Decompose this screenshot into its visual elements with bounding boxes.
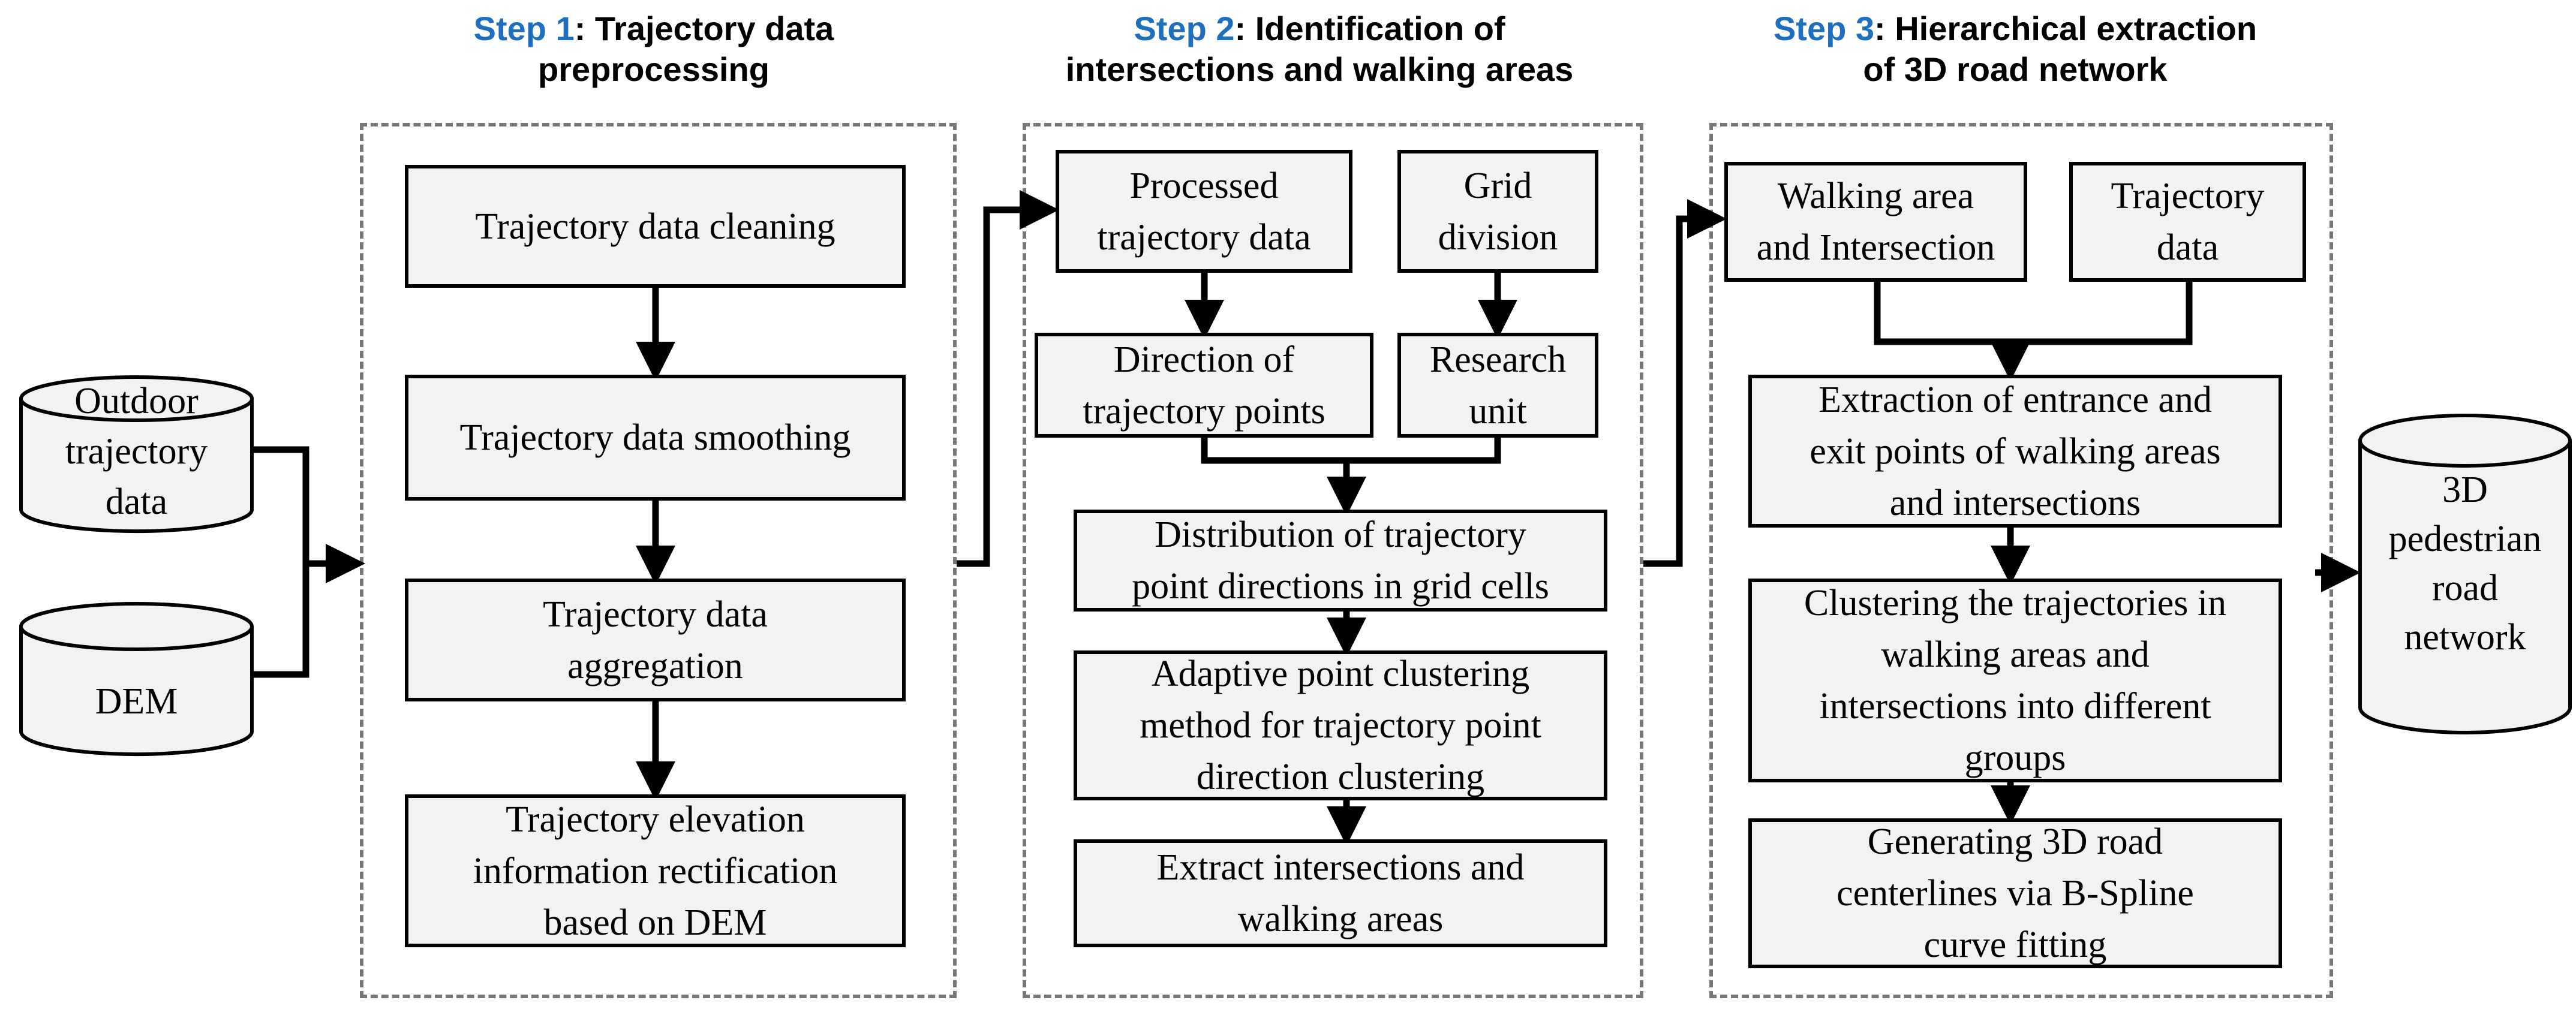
step3-title-line2: of 3D road network bbox=[1863, 50, 2168, 88]
step2-header: Step 2: Identification of intersections … bbox=[972, 8, 1667, 90]
direction-trajectory-points-box: Direction of trajectory points bbox=[1035, 333, 1373, 438]
merge-direction-research bbox=[1201, 438, 1501, 464]
walking-area-intersection-box: Walking area and Intersection bbox=[1724, 162, 2027, 282]
trajectory-smoothing-box: Trajectory data smoothing bbox=[405, 375, 906, 501]
elevation-rectification-box: Trajectory elevation information rectifi… bbox=[405, 794, 906, 947]
processed-trajectory-box: Processed trajectory data bbox=[1056, 150, 1352, 273]
arrow-step1-step2 bbox=[957, 190, 1059, 567]
distribution-directions-box: Distribution of trajectory point directi… bbox=[1074, 510, 1607, 612]
trajectory-data-box: Trajectory data bbox=[2069, 162, 2306, 282]
adaptive-clustering-box: Adaptive point clustering method for tra… bbox=[1074, 650, 1607, 800]
outdoor-trajectory-db-icon bbox=[19, 375, 254, 534]
entrance-exit-extraction-box: Extraction of entrance and exit points o… bbox=[1748, 375, 2282, 528]
step1-label: Step 1 bbox=[473, 10, 575, 47]
trajectory-aggregation-box: Trajectory data aggregation bbox=[405, 579, 906, 701]
research-unit-box: Research unit bbox=[1397, 333, 1598, 438]
arrow-step2-step3 bbox=[1643, 199, 1727, 567]
extract-intersections-box: Extract intersections and walking areas bbox=[1074, 839, 1607, 947]
dem-db-icon bbox=[19, 602, 254, 757]
step2-title-line1: : Identification of bbox=[1234, 10, 1505, 47]
pedestrian-network-label: 3D pedestrian road network bbox=[2388, 469, 2542, 658]
step1-title-line2: preprocessing bbox=[538, 50, 770, 88]
step1-header: Step 1: Trajectory data preprocessing bbox=[360, 8, 948, 90]
merge-walking-trajectory bbox=[1874, 282, 2193, 345]
pedestrian-network-db-icon bbox=[2358, 414, 2572, 734]
trajectory-cleaning-box: Trajectory data cleaning bbox=[405, 165, 906, 288]
input-merge-line bbox=[252, 446, 309, 678]
step3-title-line1: : Hierarchical extraction bbox=[1874, 10, 2258, 47]
outdoor-trajectory-label: Outdoor trajectory data bbox=[65, 380, 208, 522]
grid-division-box: Grid division bbox=[1397, 150, 1598, 273]
step3-label: Step 3 bbox=[1773, 10, 1874, 47]
step1-title-line1: : Trajectory data bbox=[574, 10, 834, 47]
step2-frame bbox=[1023, 123, 1643, 998]
dem-label: DEM bbox=[95, 681, 178, 722]
bspline-centerlines-box: Generating 3D road centerlines via B-Spl… bbox=[1748, 818, 2282, 968]
step3-header: Step 3: Hierarchical extraction of 3D ro… bbox=[1679, 8, 2351, 90]
step2-title-line2: intersections and walking areas bbox=[1065, 50, 1574, 88]
step2-label: Step 2 bbox=[1134, 10, 1235, 47]
clustering-trajectories-box: Clustering the trajectories in walking a… bbox=[1748, 579, 2282, 782]
